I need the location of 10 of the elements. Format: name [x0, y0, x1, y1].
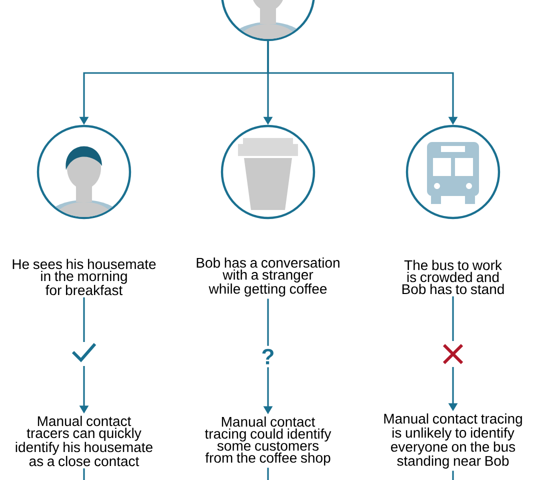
caption-text: He sees his housemate in the morning for breakfast [12, 258, 156, 296]
caption-text: Bob has a conversation with a stranger while getting coffee [196, 257, 340, 297]
edge-label: ? [258, 346, 278, 368]
caption-text: Manual contact tracing is unlikely to identify everyone on the bus standing near Bob [384, 413, 522, 469]
circle-icon [36, 124, 132, 220]
circle-icon [406, 124, 500, 220]
circle-icon [220, 124, 316, 220]
caption-text: The bus to work is crowded and Bob has to stand [402, 260, 504, 294]
caption-text: Manual contact tracers can quickly identify his housemate as a close contact [16, 416, 152, 466]
caption-text: Manual contact tracing could identify some customers from the coffee shop [204, 416, 332, 466]
